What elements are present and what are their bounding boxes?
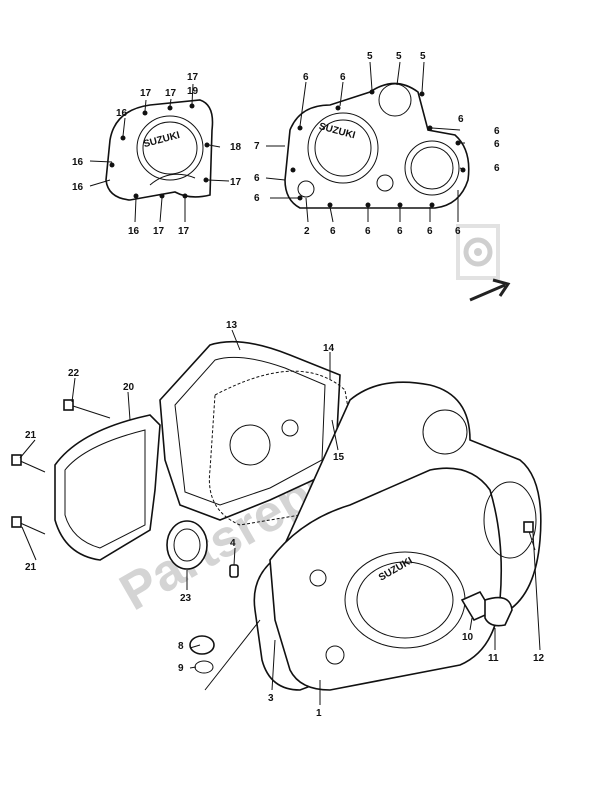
label-17: 17	[187, 72, 199, 83]
label-17: 17	[140, 88, 152, 99]
label-2: 2	[304, 226, 310, 237]
label-20: 20	[123, 382, 135, 393]
label-15: 15	[333, 452, 345, 463]
gear-icon	[456, 224, 500, 280]
label-9: 9	[178, 663, 184, 674]
label-6: 6	[340, 72, 346, 83]
label-22: 22	[68, 368, 80, 379]
label-6: 6	[254, 193, 260, 204]
part-labels: 5 5 5 6 6 6 6 6 6 6 6 6 6 6 6 6 7 2 16 1…	[25, 51, 545, 719]
label-5: 5	[367, 51, 373, 62]
label-16: 16	[128, 226, 140, 237]
label-17: 17	[230, 177, 242, 188]
label-8: 8	[178, 641, 184, 652]
label-6: 6	[494, 163, 500, 174]
label-16: 16	[72, 157, 84, 168]
label-6: 6	[365, 226, 371, 237]
label-5: 5	[420, 51, 426, 62]
label-10: 10	[462, 632, 474, 643]
label-1: 1	[316, 708, 322, 719]
label-13: 13	[226, 320, 238, 331]
label-6: 6	[494, 126, 500, 137]
label-6: 6	[455, 226, 461, 237]
top-right-cover-outline: SUZUKI	[284, 82, 470, 209]
label-3: 3	[268, 693, 274, 704]
label-17: 17	[153, 226, 165, 237]
label-16: 16	[72, 182, 84, 193]
top-left-cover-outline: SUZUKI	[105, 99, 214, 201]
label-18: 18	[230, 142, 242, 153]
label-5: 5	[396, 51, 402, 62]
label-6: 6	[397, 226, 403, 237]
label-11: 11	[488, 653, 499, 664]
label-17: 17	[165, 88, 177, 99]
label-12: 12	[533, 653, 545, 664]
arrow-icon	[469, 278, 511, 302]
label-16: 16	[116, 108, 128, 119]
label-19: 19	[187, 86, 199, 97]
label-23: 23	[180, 593, 192, 604]
label-7: 7	[254, 141, 260, 152]
label-6: 6	[303, 72, 309, 83]
label-4: 4	[230, 538, 236, 549]
label-21: 21	[25, 430, 37, 441]
label-21: 21	[25, 562, 37, 573]
label-6: 6	[427, 226, 433, 237]
label-6: 6	[330, 226, 336, 237]
crankcase-cover-assembly: SUZUKI	[11, 340, 542, 691]
label-6: 6	[494, 139, 500, 150]
label-17: 17	[178, 226, 190, 237]
label-14: 14	[323, 343, 335, 354]
leader-lines	[19, 61, 541, 705]
label-6: 6	[254, 173, 260, 184]
label-6: 6	[458, 114, 464, 125]
